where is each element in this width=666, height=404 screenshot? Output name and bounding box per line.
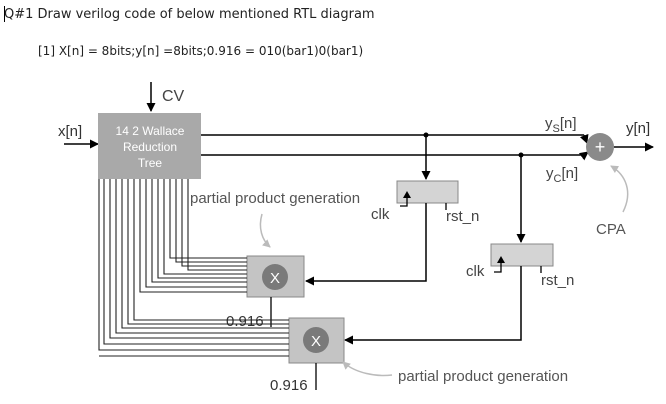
yc-label-suffix: [n]: [561, 165, 578, 182]
ppg-2-pointer-arrow: [342, 361, 393, 377]
register-1-rst-label: rst_n: [446, 208, 479, 225]
ys-label: yS[n]: [545, 115, 577, 135]
bus-1-wire: [145, 179, 247, 288]
cpa-label: CPA: [596, 221, 626, 238]
register-1-clock-edge: [403, 191, 411, 198]
register-2-to-mult-2: [344, 266, 522, 345]
ppg-1-pointer-arrow: [259, 213, 271, 248]
output-label: y[n]: [626, 120, 650, 137]
adder-symbol: +: [595, 137, 606, 157]
bus-2-wire: [121, 179, 289, 329]
tree-label-line-3: Tree: [138, 156, 163, 170]
register-2-clk-label: clk: [466, 263, 485, 280]
cpa-adder-circle: [586, 133, 614, 161]
multiplier-1-symbol: X: [270, 270, 280, 287]
cpa-pointer-arrow: [610, 165, 629, 213]
yc-label: yC[n]: [546, 165, 578, 185]
bus-2-wire: [98, 179, 289, 351]
ppg-label-2: partial product generation: [398, 368, 568, 385]
tree-label-line-2: Reduction: [123, 140, 177, 154]
register-1-clk-label: clk: [371, 206, 390, 223]
register-1: [396, 180, 459, 204]
bus-2-wire: [127, 179, 289, 325]
text-cursor: [4, 6, 5, 22]
ys-label-main: y: [545, 115, 553, 132]
bus-1-wire: [157, 179, 247, 279]
bus-1-wire: [139, 179, 247, 293]
bus-1-wire: [151, 179, 247, 283]
constant-1-label: 0.916: [226, 313, 264, 330]
bus-1-wire: [169, 179, 247, 259]
yc-label-sub: C: [554, 173, 562, 185]
ys-to-adder-arrow: [579, 133, 589, 144]
constant-2-label: 0.916: [270, 377, 308, 394]
multiplier-2-circle: [303, 327, 329, 353]
bus-1-wire: [187, 179, 247, 271]
bus-2-wire: [109, 179, 289, 339]
register-2-clock-edge: [497, 256, 505, 263]
input-label: x[n]: [58, 123, 82, 140]
ys-label-sub: S: [553, 123, 560, 135]
question-title: Q#1 Draw verilog code of below mentioned…: [4, 7, 375, 22]
register-2-clk-wire: [494, 263, 502, 273]
bus-1-wire: [163, 179, 247, 275]
cv-label: CV: [162, 88, 185, 105]
bus-2-wire: [103, 179, 289, 345]
bus-2-wire: [133, 179, 289, 321]
wire-bus-to-multiplier-1: [139, 179, 247, 293]
register-1-to-mult-1: [305, 203, 427, 286]
wallace-tree-block: [98, 113, 201, 179]
multiplier-1-circle: [262, 264, 288, 290]
tree-label-line-1: 14 2 Wallace: [116, 124, 185, 138]
bus-1-wire: [181, 179, 247, 267]
yc-label-main: y: [546, 165, 554, 182]
multiplier-2-symbol: X: [311, 333, 321, 350]
ys-label-suffix: [n]: [560, 115, 577, 132]
register-1-clk-wire: [400, 198, 408, 207]
question-specification: [1] X[n] = 8bits;y[n] =8bits;0.916 = 010…: [38, 44, 364, 58]
bus-1-wire: [175, 179, 247, 263]
ppg-label-1: partial product generation: [190, 190, 360, 207]
wire-bus-to-multiplier-2: [98, 179, 289, 357]
bus-2-wire: [115, 179, 289, 334]
register-2: [490, 243, 554, 267]
register-2-rst-label: rst_n: [541, 272, 574, 289]
